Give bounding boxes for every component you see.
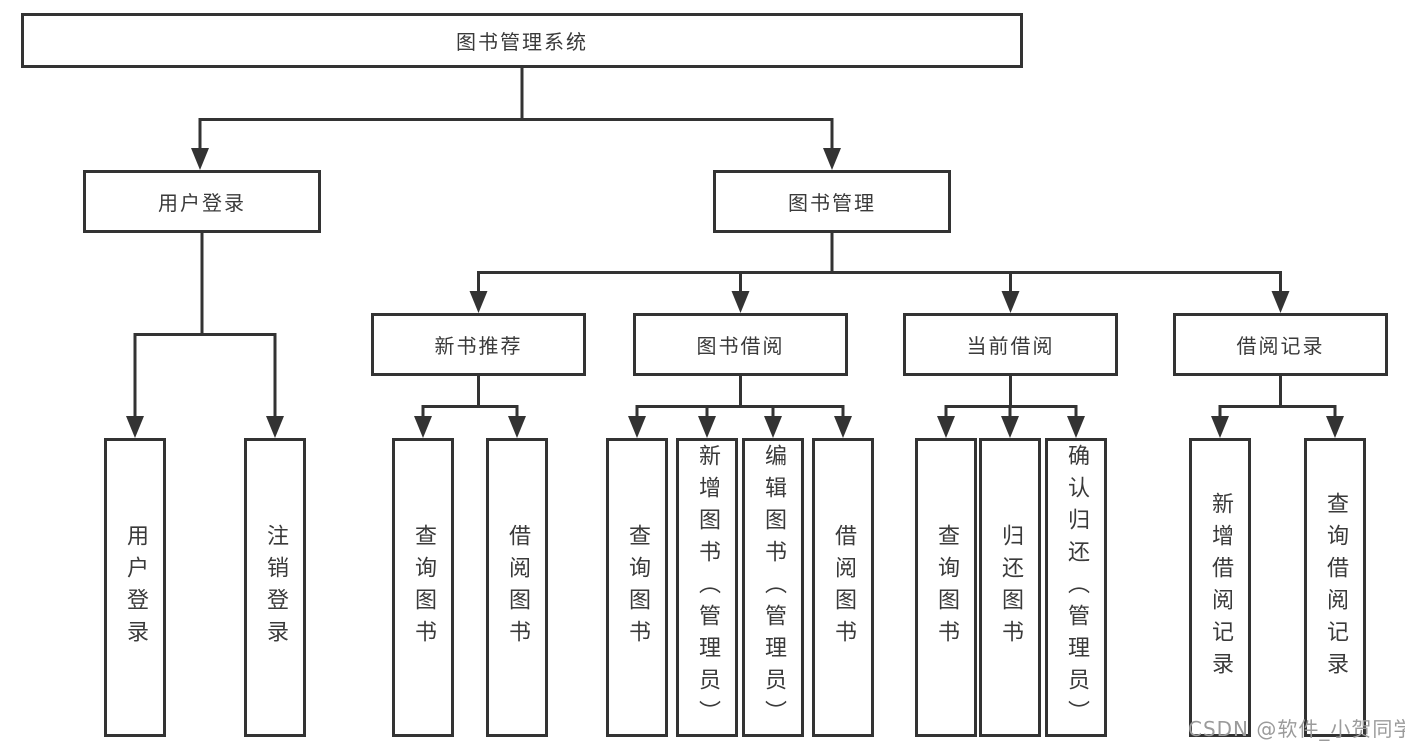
arrowhead-add-book: [698, 416, 716, 438]
node-borrow-records-label: 借阅记录: [1236, 334, 1325, 358]
node-borrow-records: 借阅记录: [1173, 313, 1388, 376]
arrowhead-query-books-2: [628, 416, 646, 438]
connector-book-borrow-bus: [635, 405, 845, 420]
arrowhead-return-book: [1001, 416, 1019, 438]
node-book-borrow-label: 图书借阅: [696, 334, 785, 358]
leaf-query-books-2: 查询图书: [606, 438, 668, 737]
arrowhead-confirm-return: [1067, 416, 1085, 438]
node-book-borrow: 图书借阅: [633, 313, 848, 376]
arrowhead-borrow-records: [1271, 291, 1290, 313]
leaf-borrow-books-2: 借阅图书: [812, 438, 874, 737]
watermark: CSDN @软件_小贺同学: [1188, 717, 1405, 741]
leaf-logout-label: 注销登录: [263, 523, 288, 652]
leaf-query-books-3: 查询图书: [915, 438, 977, 737]
leaf-user-login-label: 用户登录: [123, 523, 148, 652]
connector-borrow-records-bus: [1218, 405, 1337, 420]
leaf-confirm-return-admin: 确认归还（管理员）: [1045, 438, 1107, 737]
leaf-return-book: 归还图书: [979, 438, 1041, 737]
leaf-query-books-1: 查询图书: [392, 438, 454, 737]
arrowhead-query-books-3: [937, 416, 955, 438]
connector-level2-bus: [198, 118, 834, 152]
leaf-add-borrow-record-label: 新增借阅记录: [1208, 491, 1233, 684]
leaf-add-book-admin: 新增图书（管理员）: [676, 438, 738, 737]
arrowhead-user-login: [191, 148, 209, 170]
arrowhead-query-books-1: [414, 416, 432, 438]
arrowhead-leaf-logout: [266, 416, 284, 438]
leaf-add-borrow-record: 新增借阅记录: [1189, 438, 1251, 737]
arrowhead-query-borrow-record: [1326, 416, 1344, 438]
arrowhead-add-borrow-record: [1211, 416, 1229, 438]
arrowhead-book-borrow: [731, 291, 750, 313]
leaf-return-book-label: 归还图书: [998, 523, 1023, 652]
node-current-borrow-label: 当前借阅: [966, 334, 1055, 358]
node-book-management: 图书管理: [713, 170, 951, 233]
arrowhead-borrow-books-1: [508, 416, 526, 438]
node-library-management-system-label: 图书管理系统: [456, 30, 588, 54]
node-current-borrow: 当前借阅: [903, 313, 1118, 376]
leaf-edit-book-admin-label: 编辑图书（管理员）: [761, 443, 786, 732]
leaf-borrow-books-1: 借阅图书: [486, 438, 548, 737]
leaf-query-books-2-label: 查询图书: [625, 523, 650, 652]
arrowhead-new-book-recommend: [469, 291, 488, 313]
leaf-confirm-return-admin-label: 确认归还（管理员）: [1064, 443, 1089, 732]
node-library-management-system: 图书管理系统: [21, 13, 1023, 68]
node-user-login-label: 用户登录: [158, 191, 246, 215]
arrowhead-book-management: [823, 148, 841, 170]
arrowhead-current-borrow: [1001, 291, 1020, 313]
leaf-query-books-3-label: 查询图书: [934, 523, 959, 652]
node-user-login: 用户登录: [83, 170, 321, 233]
leaf-borrow-books-1-label: 借阅图书: [505, 523, 530, 652]
node-book-management-label: 图书管理: [788, 191, 876, 215]
connector-user-login-bus: [133, 333, 277, 420]
connector-level3-bus: [477, 271, 1282, 295]
leaf-logout: 注销登录: [244, 438, 306, 737]
leaf-add-book-admin-label: 新增图书（管理员）: [695, 443, 720, 732]
leaf-query-borrow-record-label: 查询借阅记录: [1323, 491, 1348, 684]
node-new-book-recommend-label: 新书推荐: [434, 334, 523, 358]
arrowhead-borrow-books-2: [834, 416, 852, 438]
arrowhead-edit-book: [764, 416, 782, 438]
leaf-edit-book-admin: 编辑图书（管理员）: [742, 438, 804, 737]
leaf-query-borrow-record: 查询借阅记录: [1304, 438, 1366, 737]
leaf-borrow-books-2-label: 借阅图书: [831, 523, 856, 652]
leaf-query-books-1-label: 查询图书: [411, 523, 436, 652]
leaf-user-login: 用户登录: [104, 438, 166, 737]
node-new-book-recommend: 新书推荐: [371, 313, 586, 376]
arrowhead-leaf-user-login: [126, 416, 144, 438]
connector-new-book-recommend-bus: [421, 405, 519, 420]
